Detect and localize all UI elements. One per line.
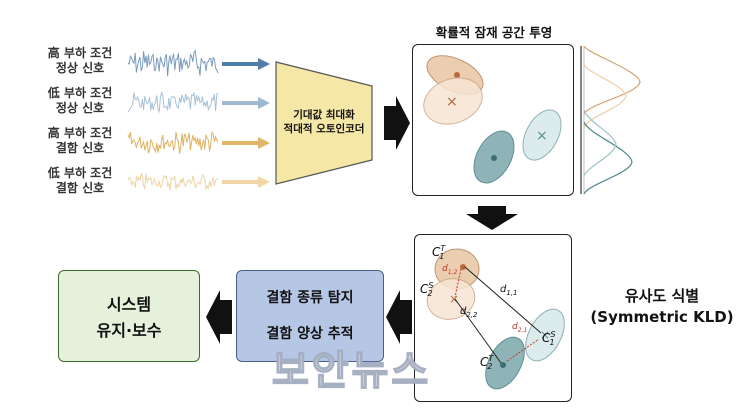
similarity-box: × × — [414, 234, 572, 402]
arrow-to-detection — [386, 290, 412, 344]
system-label-2: 유지·보수 — [96, 321, 162, 340]
signal-label-line: 결함 신호 — [55, 141, 105, 155]
sim-center-c2t — [500, 362, 506, 368]
label-c2s: CS2 — [420, 281, 434, 299]
detection-box: 결함 종류 탐지 결함 양상 추적 — [236, 270, 384, 362]
signal-label-line: 정상 신호 — [55, 101, 105, 115]
cluster-high-fault-center — [454, 72, 460, 78]
signal-label-line: 결함 신호 — [55, 181, 105, 195]
input-arrow-1-head — [258, 58, 270, 70]
label-c2t: CT2 — [480, 354, 494, 372]
signal-waveform-1 — [127, 49, 219, 77]
arrow-to-latent — [384, 96, 410, 150]
signal-label-line: 低 부하 조건 — [47, 86, 113, 100]
sim-marker-c1s: × — [540, 328, 550, 342]
label-d21: d2,1 — [512, 322, 528, 334]
distribution-curve-fault-low — [583, 63, 627, 129]
input-arrow-2-head — [258, 97, 270, 109]
latent-space-plot: × × — [423, 55, 562, 184]
detection-label-1: 결함 종류 탐지 — [266, 290, 354, 306]
label-c1t: CT1 — [432, 244, 446, 262]
label-d22: d2,2 — [460, 306, 478, 319]
watermark: 보안뉴스 — [271, 347, 432, 395]
label-d11: d1,1 — [500, 284, 518, 297]
sim-marker-c2s: × — [449, 292, 459, 306]
cluster-low-fault-marker: × — [446, 94, 458, 110]
cluster-high-normal-center — [491, 155, 497, 161]
signal-label-line: 低 부하 조건 — [47, 166, 113, 180]
input-arrow-3-head — [258, 137, 270, 149]
distance-line-d21 — [506, 338, 540, 362]
signal-waveform-4 — [127, 172, 219, 191]
distribution-plot — [580, 45, 641, 195]
cluster-low-normal — [522, 109, 562, 161]
signal-waveform-3 — [127, 130, 219, 155]
label-c1s: CS1 — [542, 330, 556, 348]
latent-space-box: × × — [412, 44, 574, 196]
system-label-1: 시스템 — [106, 295, 152, 314]
distribution-curve-normal-low — [583, 109, 617, 177]
label-d12: d1,2 — [442, 264, 458, 276]
cluster-low-normal-marker: × — [536, 128, 548, 144]
encoder-block — [275, 61, 373, 185]
signal-waveforms — [127, 49, 219, 191]
arrow-down-to-similarity — [466, 206, 518, 230]
distance-line-d22 — [454, 298, 502, 364]
signal-label-line: 高 부하 조건 — [47, 46, 113, 60]
distribution-curve-fault-high — [583, 45, 641, 115]
distance-line-d12 — [454, 268, 462, 298]
sim-center-c1t — [460, 264, 466, 270]
detection-label-2: 결함 양상 추적 — [266, 326, 354, 342]
distance-line-d11 — [464, 266, 542, 334]
signal-label-line: 高 부하 조건 — [47, 126, 113, 140]
similarity-plot: × × — [426, 248, 565, 390]
signal-waveform-2 — [127, 90, 219, 114]
encoder-label: 기대값 최대화 적대적 오토인코더 — [283, 109, 365, 135]
system-box: 시스템 유지·보수 — [58, 270, 200, 362]
sim-cluster-c1s — [525, 308, 565, 362]
arrow-to-system — [206, 290, 232, 344]
latent-title: 확률적 잠재 공간 투영 — [435, 25, 553, 40]
distribution-curve-normal-high — [583, 121, 633, 195]
input-arrows — [222, 58, 270, 188]
similarity-label: 유사도 식별 (Symmetric KLD) — [590, 287, 734, 326]
signal-label-line: 정상 신호 — [55, 61, 105, 75]
cluster-low-fault — [423, 77, 483, 125]
input-arrow-4-head — [258, 176, 270, 188]
